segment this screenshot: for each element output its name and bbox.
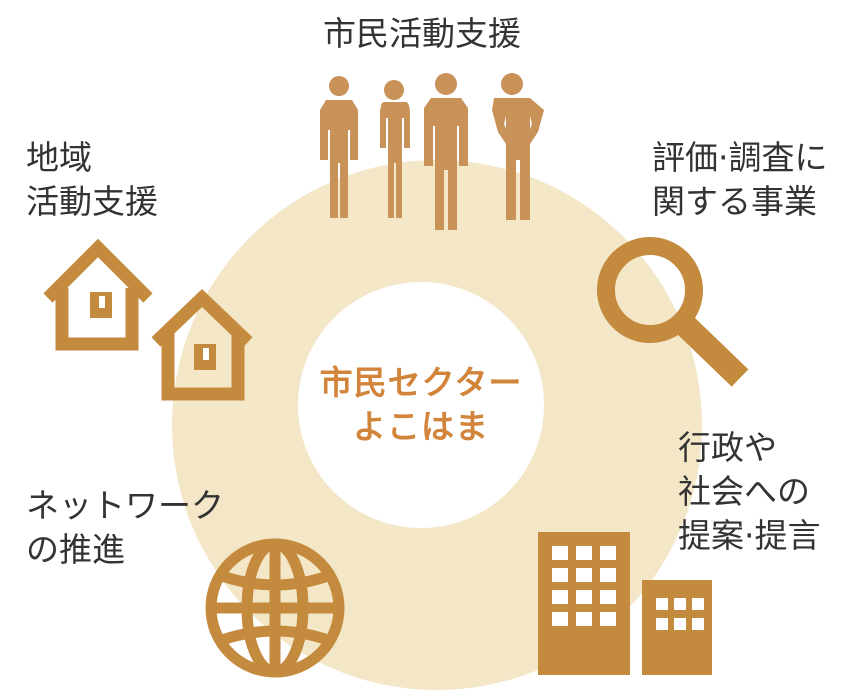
label-evaluation-research: 評価·調査に 関する事業 — [652, 136, 828, 224]
label-line: 行政や — [678, 428, 777, 467]
houses-icon — [43, 238, 253, 401]
label-line: 市民活動支援 — [323, 14, 521, 53]
center-title-line1: 市民セクター — [319, 363, 523, 402]
magnifier-icon — [597, 237, 749, 387]
people-silhouettes-icon — [320, 73, 544, 230]
label-line: 地域 — [26, 138, 92, 177]
label-network-promotion: ネットワーク の推進 — [26, 484, 224, 572]
globe-icon — [205, 538, 345, 678]
label-line: 社会への — [678, 472, 810, 511]
label-line: 評価·調査に — [652, 138, 828, 177]
label-citizen-activity: 市民活動支援 — [323, 12, 521, 56]
label-line: ネットワーク — [26, 486, 224, 525]
label-policy-proposal: 行政や 社会への 提案·提言 — [678, 426, 821, 558]
center-hub: 市民セクター よこはま — [298, 282, 544, 528]
center-title-line2: よこはま — [353, 407, 489, 446]
label-line: の推進 — [26, 530, 125, 569]
buildings-icon — [538, 532, 712, 675]
label-community-support: 地域 活動支援 — [26, 136, 158, 224]
label-line: 関する事業 — [652, 182, 817, 221]
label-line: 提案·提言 — [678, 516, 821, 555]
label-line: 活動支援 — [26, 182, 158, 221]
